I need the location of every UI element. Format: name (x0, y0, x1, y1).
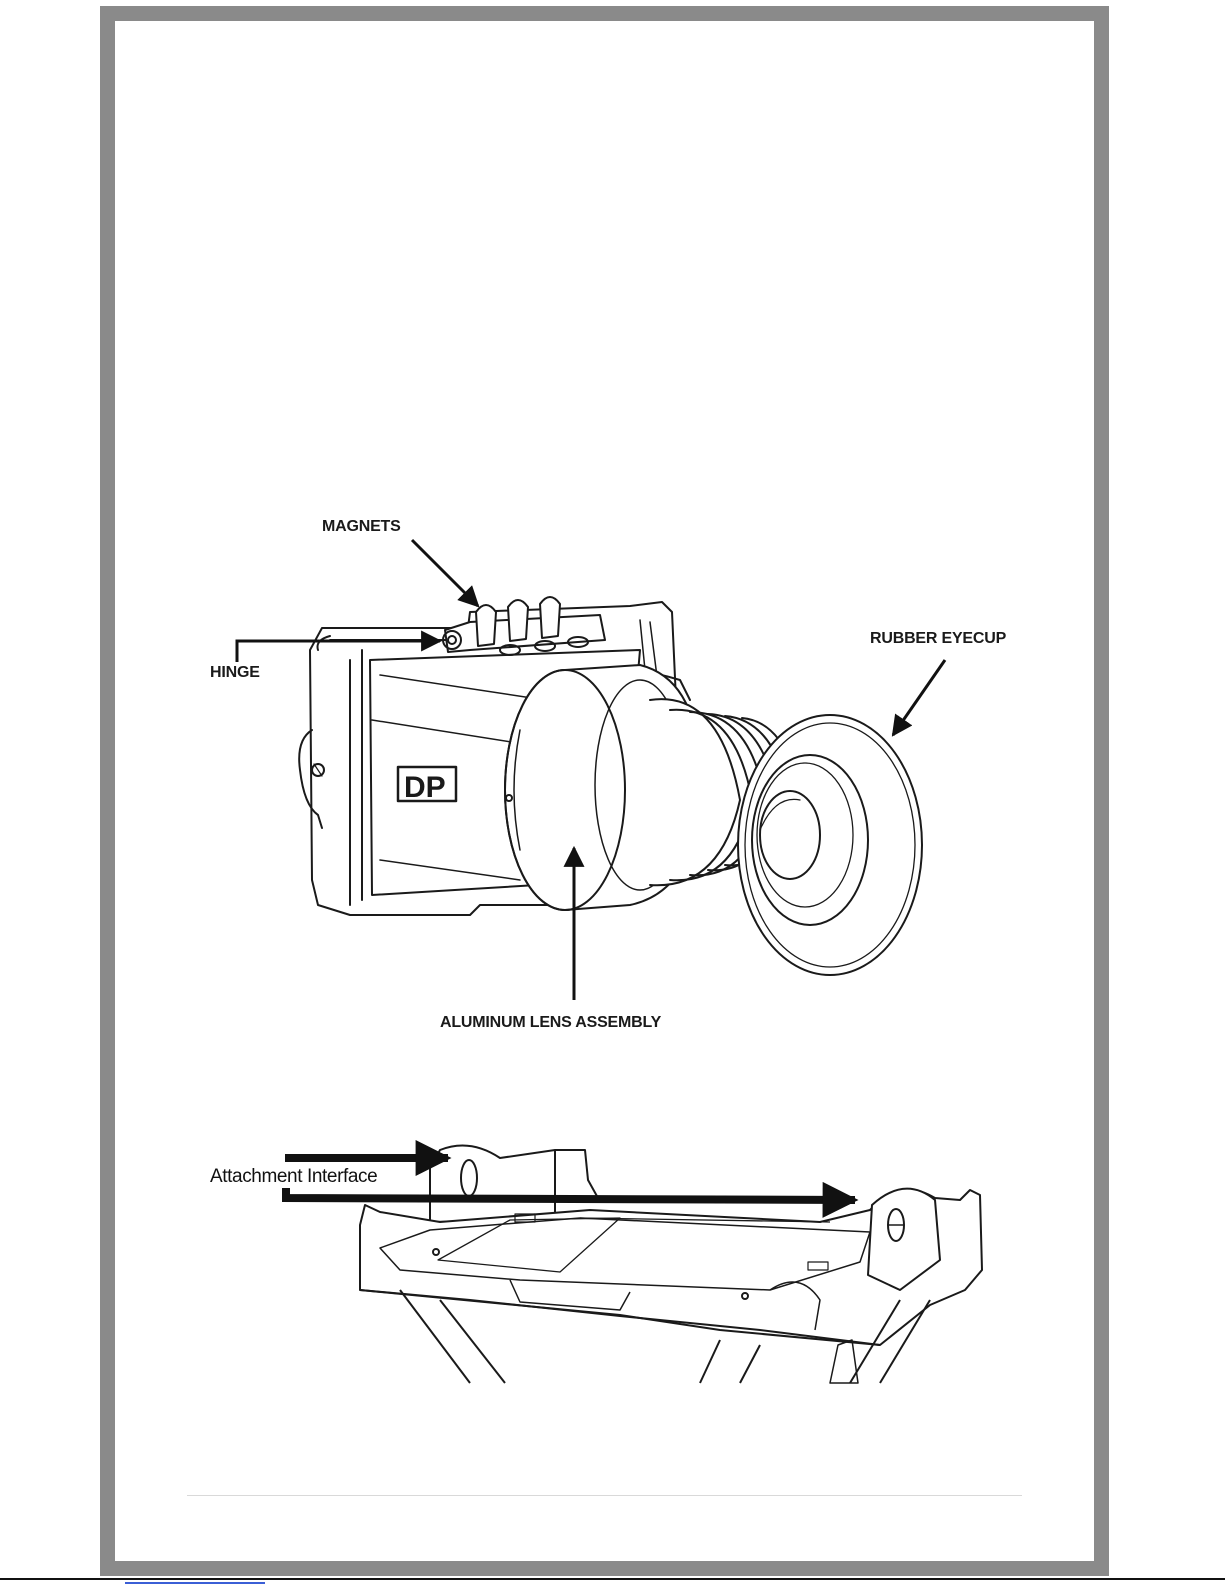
bottom-border-line (0, 1578, 1225, 1580)
magnets-arrow (412, 540, 478, 606)
rubber-eyecup-label: RUBBER EYECUP (870, 630, 1006, 648)
bottom-link-underline[interactable] (125, 1582, 265, 1584)
magnets-label: MAGNETS (322, 518, 401, 536)
viewfinder-illustration: DP (299, 597, 922, 975)
eyecup-arrow (893, 660, 945, 735)
dp-logo: DP (404, 771, 446, 804)
attachment-interface-label: Attachment Interface (210, 1166, 379, 1188)
hinge-label: HINGE (210, 664, 260, 682)
aluminum-lens-assembly-label: ALUMINUM LENS ASSEMBLY (440, 1014, 661, 1032)
mount-frame-illustration (360, 1146, 982, 1384)
footer-rule (187, 1495, 1022, 1496)
